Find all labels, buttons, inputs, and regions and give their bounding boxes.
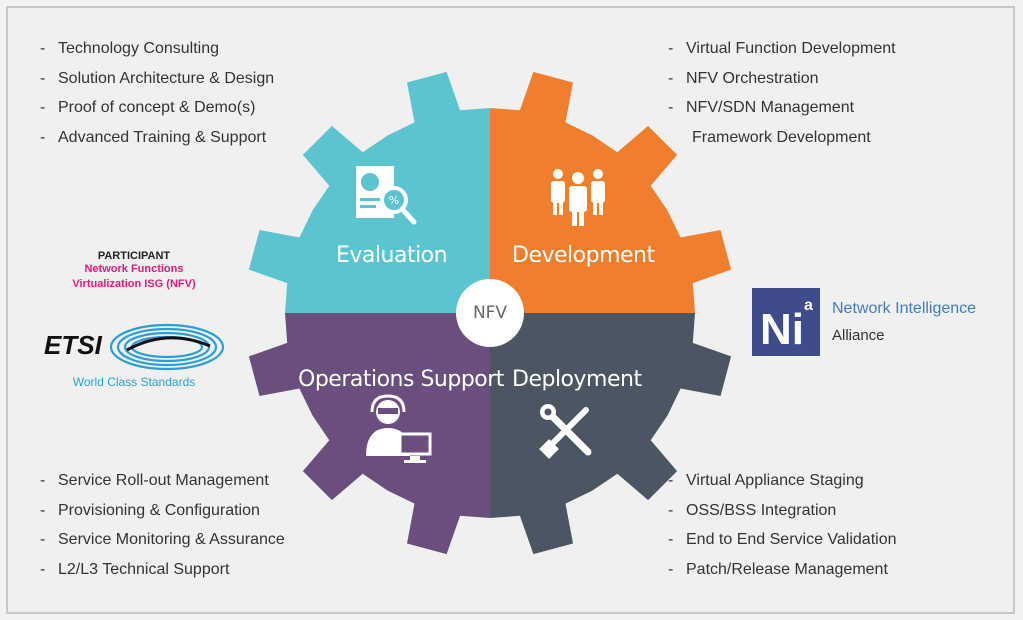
support-agent-icon: [366, 394, 432, 463]
nia-logo-sup: a: [804, 297, 813, 314]
report-magnifier-icon: %: [356, 166, 417, 225]
svg-text:%: %: [389, 194, 399, 207]
etsi-logo-text: ETSI: [44, 330, 103, 360]
list-item: -Service Monitoring & Assurance: [40, 531, 285, 548]
team-people-icon: [551, 169, 605, 226]
operations-services-list: -Service Roll-out Management -Provisioni…: [40, 466, 285, 584]
list-item: -Virtual Appliance Staging: [668, 472, 864, 489]
list-item: -Virtual Function Development: [668, 40, 896, 57]
participant-label: PARTICIPANT: [97, 250, 171, 262]
list-item: -NFV Orchestration: [668, 69, 819, 87]
nia-sub: Alliance: [832, 327, 885, 344]
list-item: -End to End Service Validation: [668, 531, 897, 548]
development-services-list: -Virtual Function Development -NFV Orche…: [668, 34, 896, 152]
list-item: Framework Development: [692, 128, 871, 146]
nfv-center-hub: NFV: [456, 279, 524, 347]
list-item: -Provisioning & Configuration: [40, 501, 260, 519]
etsi-logo: ETSI: [44, 323, 225, 371]
list-item: -Proof of concept & Demo(s): [40, 99, 256, 116]
nia-logo-text: Ni: [760, 305, 804, 354]
list-item: -Patch/Release Management: [668, 560, 888, 578]
etsi-participant-block: PARTICIPANT Network Functions Virtualiza…: [28, 250, 240, 389]
evaluation-services-list: -Technology Consulting -Solution Archite…: [40, 34, 274, 152]
quadrant-label-evaluation: Evaluation: [336, 243, 448, 268]
list-item: -OSS/BSS Integration: [668, 501, 837, 519]
list-item: -NFV/SDN Management: [668, 99, 855, 116]
list-item: -L2/L3 Technical Support: [40, 560, 230, 578]
quadrant-label-operations: Operations Support: [298, 367, 504, 392]
nia-name: Network Intelligence: [832, 300, 977, 317]
nia-logo: Ni a: [752, 288, 820, 356]
isg-name-line2: Virtualization ISG (NFV): [72, 278, 196, 290]
list-item: -Advanced Training & Support: [40, 128, 267, 146]
list-item: -Service Roll-out Management: [40, 472, 269, 489]
nfv-center-label: NFV: [472, 303, 508, 323]
isg-name-line1: Network Functions: [84, 263, 184, 275]
list-item: -Technology Consulting: [40, 40, 219, 57]
quadrant-label-development: Development: [512, 243, 655, 268]
quadrant-label-deployment: Deployment: [512, 367, 642, 392]
deployment-services-list: -Virtual Appliance Staging -OSS/BSS Inte…: [668, 466, 897, 584]
list-item: -Solution Architecture & Design: [40, 69, 275, 87]
etsi-tagline: World Class Standards: [72, 375, 196, 389]
